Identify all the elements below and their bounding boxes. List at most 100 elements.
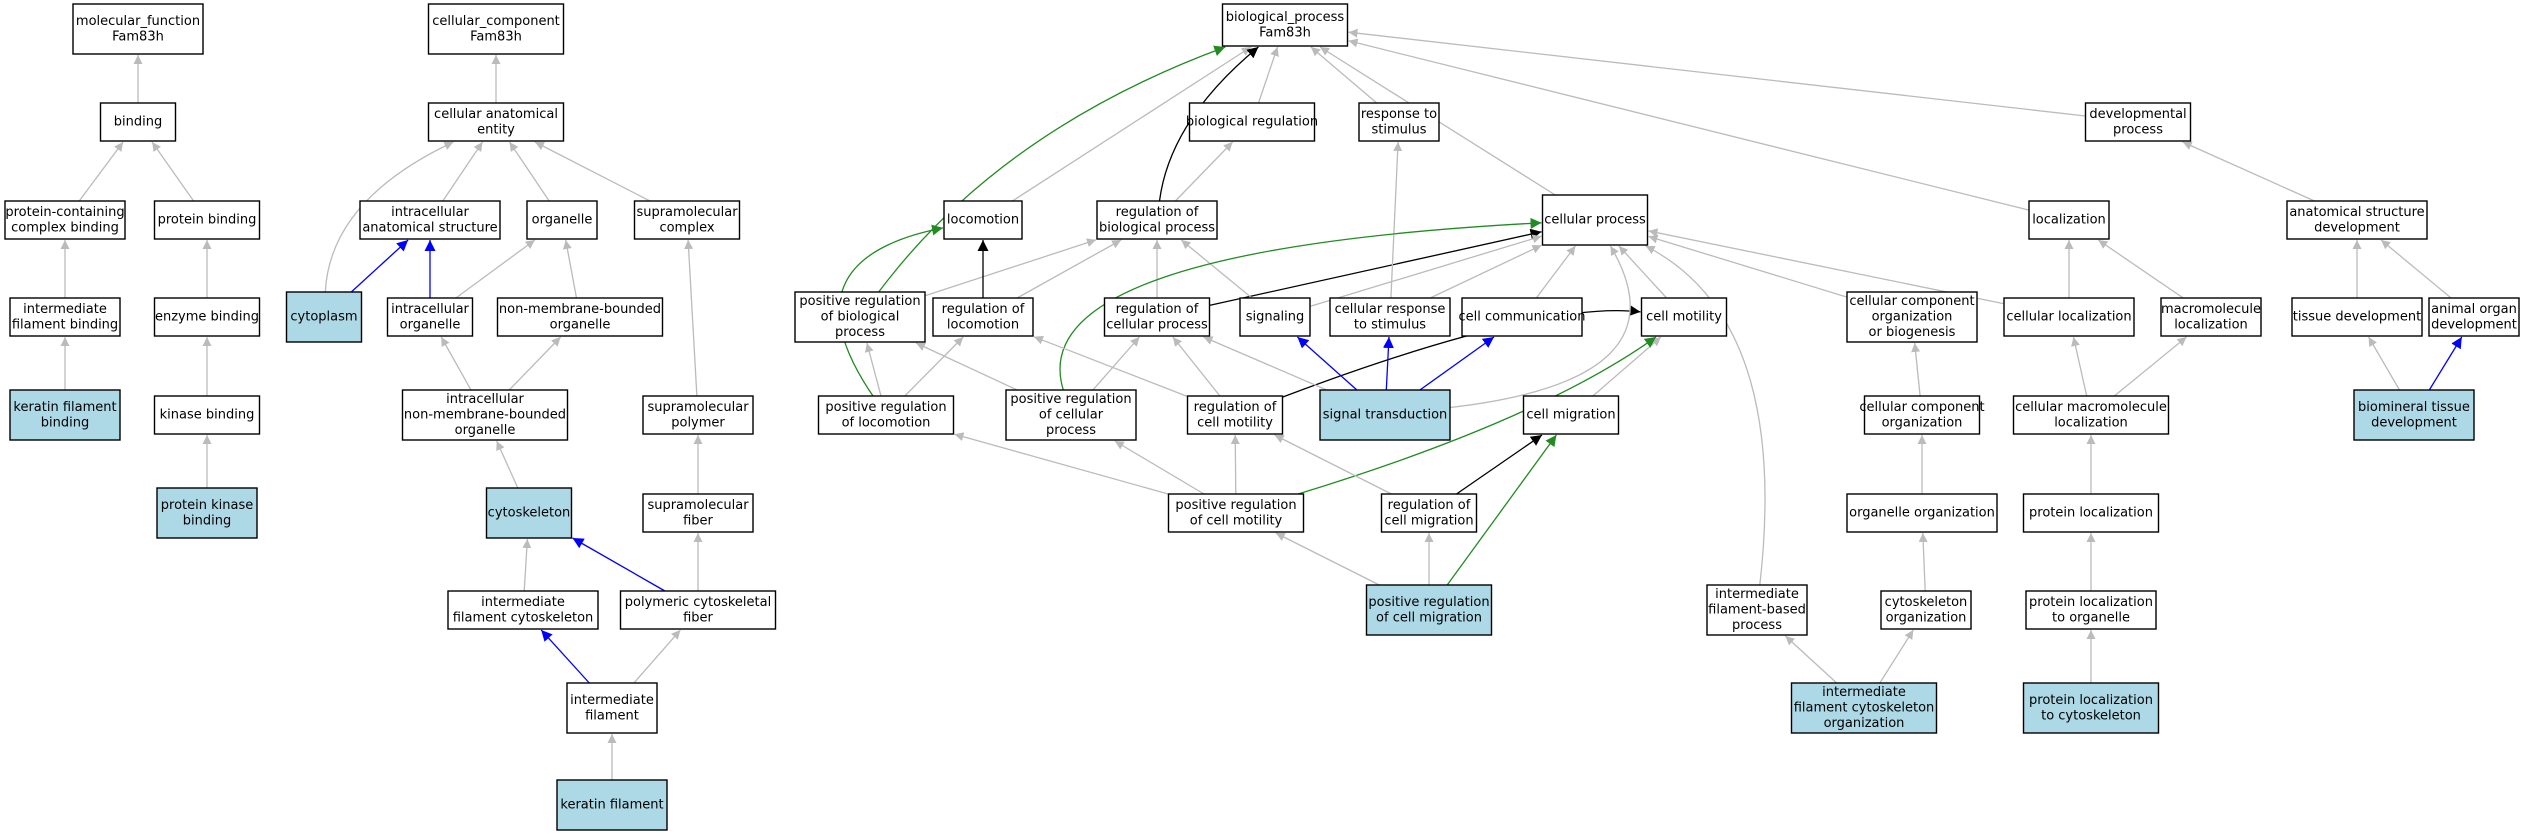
term-box[interactable]: [1706, 584, 1808, 636]
term-box[interactable]: [633, 200, 741, 240]
term-node-breg[interactable]: biological regulation: [1186, 102, 1318, 142]
term-node-loc[interactable]: localization: [2028, 200, 2110, 240]
term-box[interactable]: [2012, 395, 2170, 435]
term-box[interactable]: [1167, 493, 1305, 533]
term-node-cytoplasm[interactable]: cytoplasm: [285, 291, 363, 343]
term-box[interactable]: [1522, 395, 1620, 435]
term-box[interactable]: [447, 590, 599, 630]
term-box[interactable]: [1846, 291, 1978, 343]
term-box[interactable]: [401, 389, 569, 441]
term-box-annotated[interactable]: [1365, 584, 1493, 636]
term-node-organelle[interactable]: organelle: [526, 200, 598, 240]
term-box[interactable]: [153, 200, 261, 240]
term-node-inmbo[interactable]: intracellularnon-membrane-boundedorganel…: [401, 389, 569, 441]
term-box[interactable]: [1863, 395, 1981, 435]
term-box[interactable]: [1380, 493, 1478, 533]
term-box[interactable]: [427, 102, 565, 142]
term-box[interactable]: [1239, 297, 1311, 337]
term-box[interactable]: [359, 200, 501, 240]
term-node-cmot[interactable]: cell motility: [1640, 297, 1728, 337]
term-node-kb[interactable]: kinase binding: [153, 395, 261, 435]
term-box[interactable]: [1103, 297, 1211, 337]
term-box[interactable]: [2160, 297, 2262, 337]
term-box[interactable]: [1186, 395, 1284, 435]
term-box[interactable]: [2022, 493, 2160, 533]
term-box[interactable]: [642, 395, 754, 435]
term-box[interactable]: [566, 682, 658, 734]
term-box-annotated[interactable]: [156, 487, 258, 539]
term-node-ploc[interactable]: protein localization: [2022, 493, 2160, 533]
term-node-binding[interactable]: binding: [99, 102, 177, 142]
term-box[interactable]: [1358, 102, 1440, 142]
term-box-annotated[interactable]: [2353, 389, 2475, 441]
term-box[interactable]: [1640, 297, 1728, 337]
term-node-st[interactable]: signal transduction: [1319, 389, 1451, 441]
term-node-pb[interactable]: protein binding: [153, 200, 261, 240]
term-node-td[interactable]: tissue development: [2291, 297, 2423, 337]
term-node-cloc[interactable]: cellular localization: [2003, 297, 2135, 337]
term-box[interactable]: [2428, 297, 2520, 337]
term-node-signaling[interactable]: signaling: [1239, 297, 1311, 337]
term-box[interactable]: [1461, 297, 1583, 337]
term-node-loco[interactable]: locomotion: [943, 200, 1023, 240]
term-box[interactable]: [619, 590, 777, 630]
term-node-ccom[interactable]: cell communication: [1458, 297, 1586, 337]
term-box-annotated[interactable]: [285, 291, 363, 343]
term-box-annotated[interactable]: [1790, 682, 1938, 734]
term-box[interactable]: [1846, 493, 1998, 533]
term-box-annotated[interactable]: [1319, 389, 1451, 441]
term-box[interactable]: [386, 297, 474, 337]
term-node-oo[interactable]: organelle organization: [1846, 493, 1998, 533]
term-box[interactable]: [642, 493, 754, 533]
term-box[interactable]: [9, 297, 121, 337]
term-box[interactable]: [526, 200, 598, 240]
term-box[interactable]: [427, 3, 565, 55]
term-box[interactable]: [2291, 297, 2423, 337]
term-box[interactable]: [2286, 200, 2428, 240]
term-box[interactable]: [932, 297, 1034, 337]
term-box[interactable]: [2025, 590, 2157, 630]
term-node-cytoskeleton[interactable]: cytoskeleton: [485, 487, 573, 539]
term-box[interactable]: [794, 291, 926, 343]
term-box[interactable]: [1541, 194, 1649, 246]
term-node-kf[interactable]: keratin filament: [556, 779, 668, 831]
term-box-annotated[interactable]: [2022, 682, 2160, 734]
term-box[interactable]: [1329, 297, 1451, 337]
term-box-annotated[interactable]: [485, 487, 573, 539]
term-box-annotated[interactable]: [9, 389, 121, 441]
term-box[interactable]: [1188, 102, 1316, 142]
term-box[interactable]: [153, 297, 261, 337]
